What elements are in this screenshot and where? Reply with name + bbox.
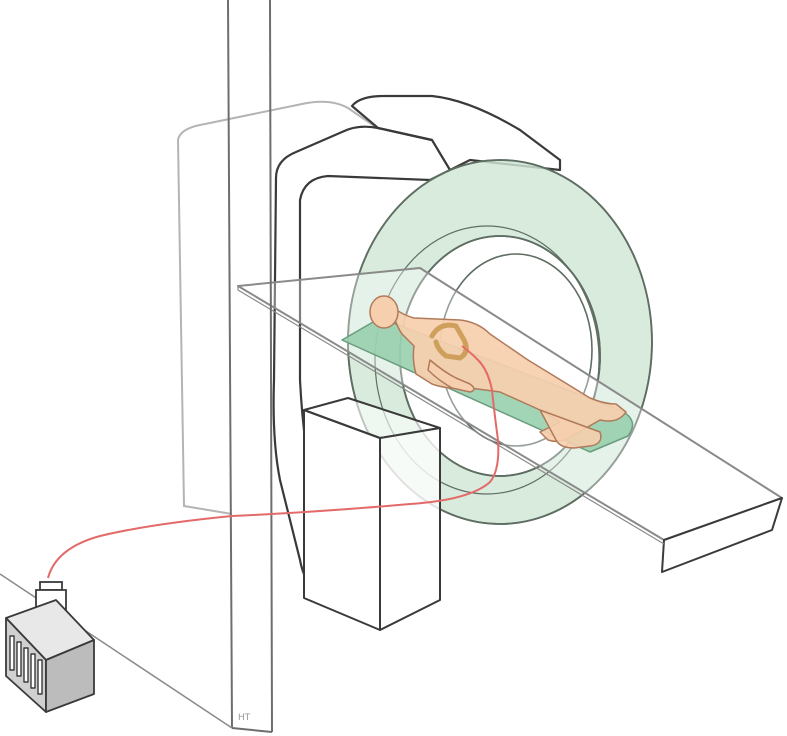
patient-legs <box>539 409 602 449</box>
patient-arm <box>427 359 475 393</box>
table-pedestal <box>303 397 441 631</box>
patient <box>369 295 627 449</box>
infusion-tube <box>47 345 500 579</box>
injector-syringes <box>9 635 43 695</box>
patient-organ <box>429 322 469 361</box>
gantry-ring <box>347 159 653 525</box>
scanner-faint-outline <box>177 100 381 515</box>
injector-device <box>5 599 95 713</box>
scanner-housing <box>272 94 562 608</box>
patient-head <box>369 295 399 329</box>
artist-signature: HT <box>238 713 251 723</box>
